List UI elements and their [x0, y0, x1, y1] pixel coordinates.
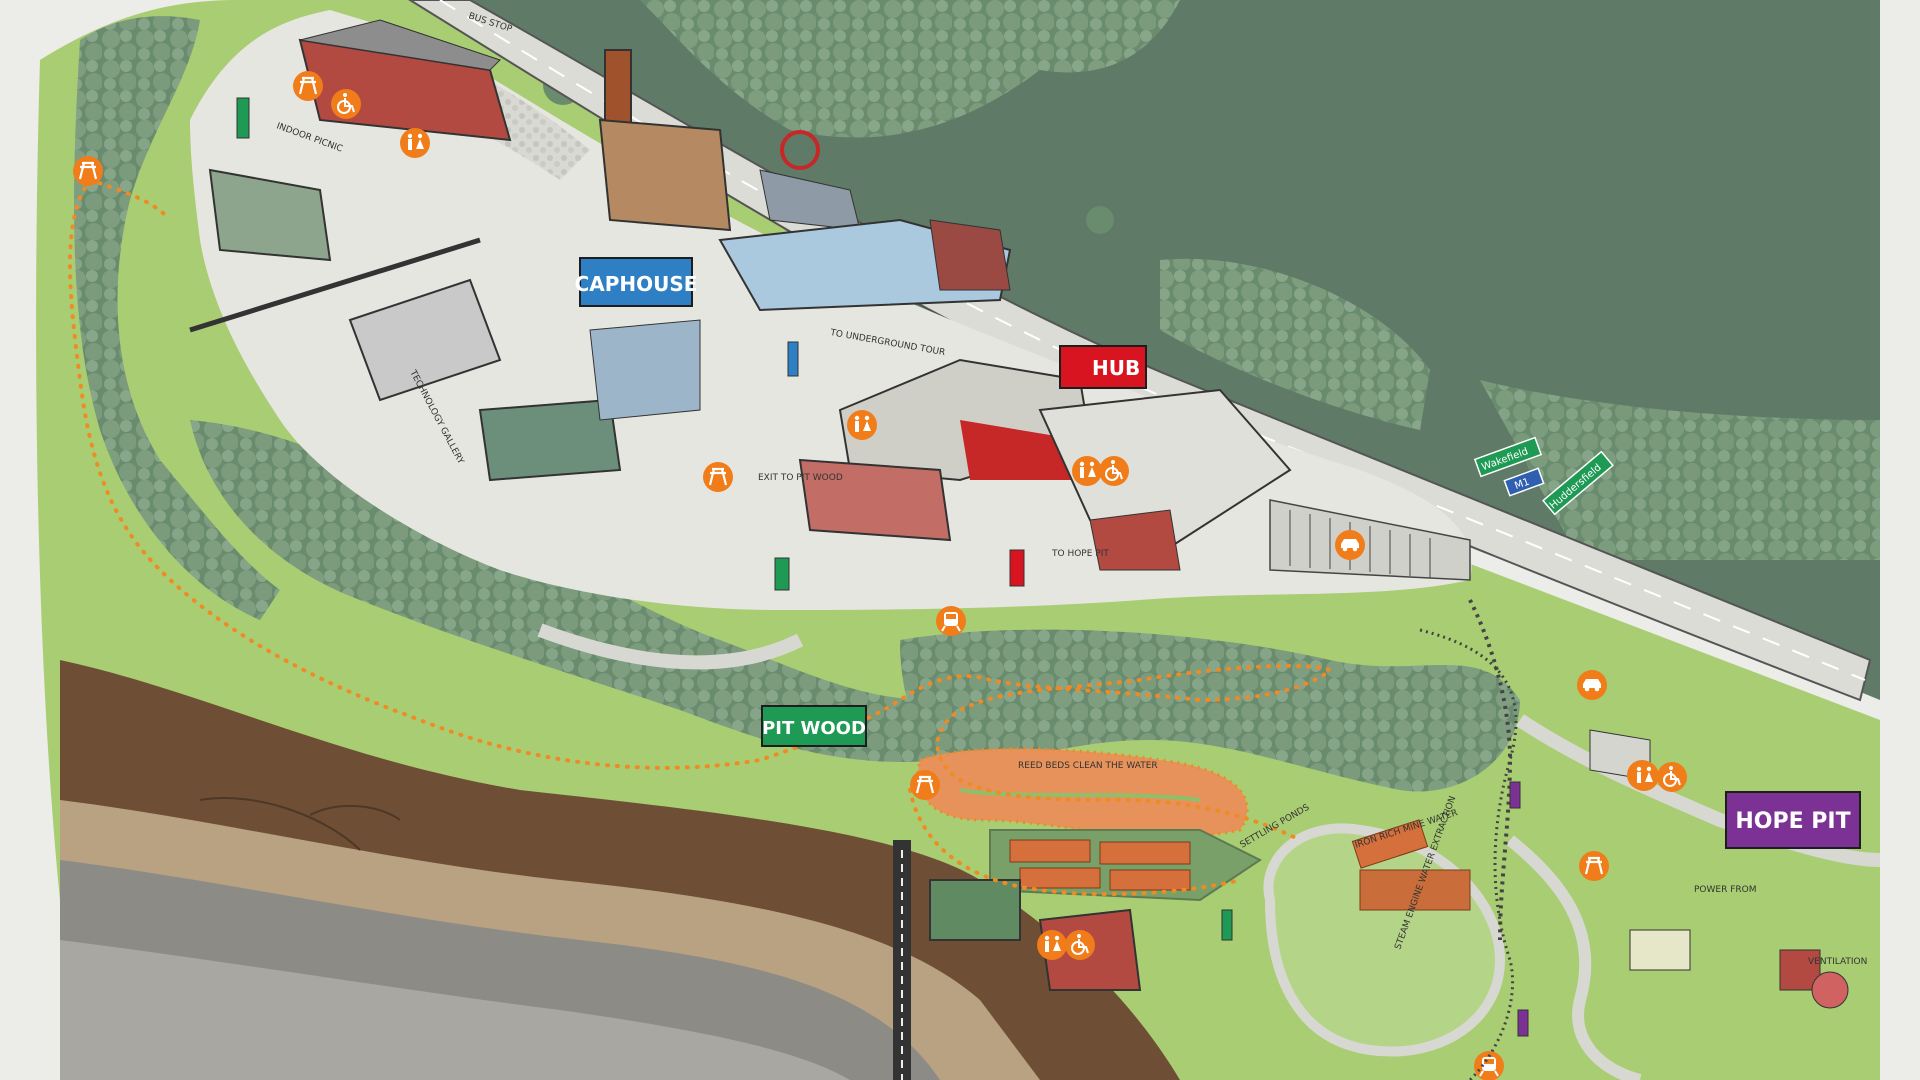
toilet-icon[interactable]	[1629, 761, 1659, 791]
reed-beds-label: REED BEDS CLEAN THE WATER	[1018, 761, 1158, 771]
accessible-icon[interactable]	[1064, 929, 1096, 961]
forest-pitwood	[900, 629, 1520, 792]
accessible-icon[interactable]	[1656, 761, 1688, 793]
toilet-icon[interactable]	[847, 410, 877, 440]
picnic-icon[interactable]	[291, 69, 325, 103]
forest-west	[74, 16, 280, 620]
picnic-icon[interactable]	[701, 460, 735, 494]
power-from-label: POWER FROM	[1694, 885, 1757, 895]
car-park-icon[interactable]	[1335, 530, 1365, 560]
toilet-icon[interactable]	[1072, 456, 1102, 486]
road-sign-m1: M1	[1503, 467, 1545, 497]
toilet-icon[interactable]	[1037, 930, 1067, 960]
svg-text:CAPHOUSE: CAPHOUSE	[575, 272, 698, 296]
picnic-icon[interactable]	[71, 154, 105, 188]
svg-text:M1: M1	[1513, 477, 1531, 492]
area-heading-hope-pit[interactable]: HOPE PIT	[1725, 791, 1861, 849]
ventilation-label: VENTILATION	[1808, 957, 1867, 967]
reed-beds	[916, 747, 1249, 839]
accessible-icon[interactable]	[1098, 455, 1130, 487]
svg-text:HOPE PIT: HOPE PIT	[1735, 809, 1850, 834]
mine-shaft	[893, 840, 911, 1080]
car-park-icon[interactable]	[1577, 670, 1607, 700]
mine-buildings	[189, 19, 1849, 1009]
area-heading-hub[interactable]: HUB	[1059, 345, 1147, 389]
picnic-icon[interactable]	[908, 768, 942, 802]
area-heading-caphouse[interactable]: CAPHOUSE	[575, 257, 698, 307]
svg-text:HUB: HUB	[1092, 356, 1140, 380]
train-icon[interactable]	[935, 605, 967, 637]
exit-to-pitwood-label: EXIT TO PIT WOOD	[758, 473, 843, 483]
picnic-icon[interactable]	[1577, 849, 1611, 883]
toilet-icon[interactable]	[400, 128, 430, 158]
area-heading-pitwood[interactable]: PIT WOOD	[761, 705, 867, 747]
accessible-icon[interactable]	[330, 88, 362, 120]
to-hope-pit-label: TO HOPE PIT	[1051, 549, 1109, 559]
svg-text:PIT WOOD: PIT WOOD	[762, 718, 866, 739]
